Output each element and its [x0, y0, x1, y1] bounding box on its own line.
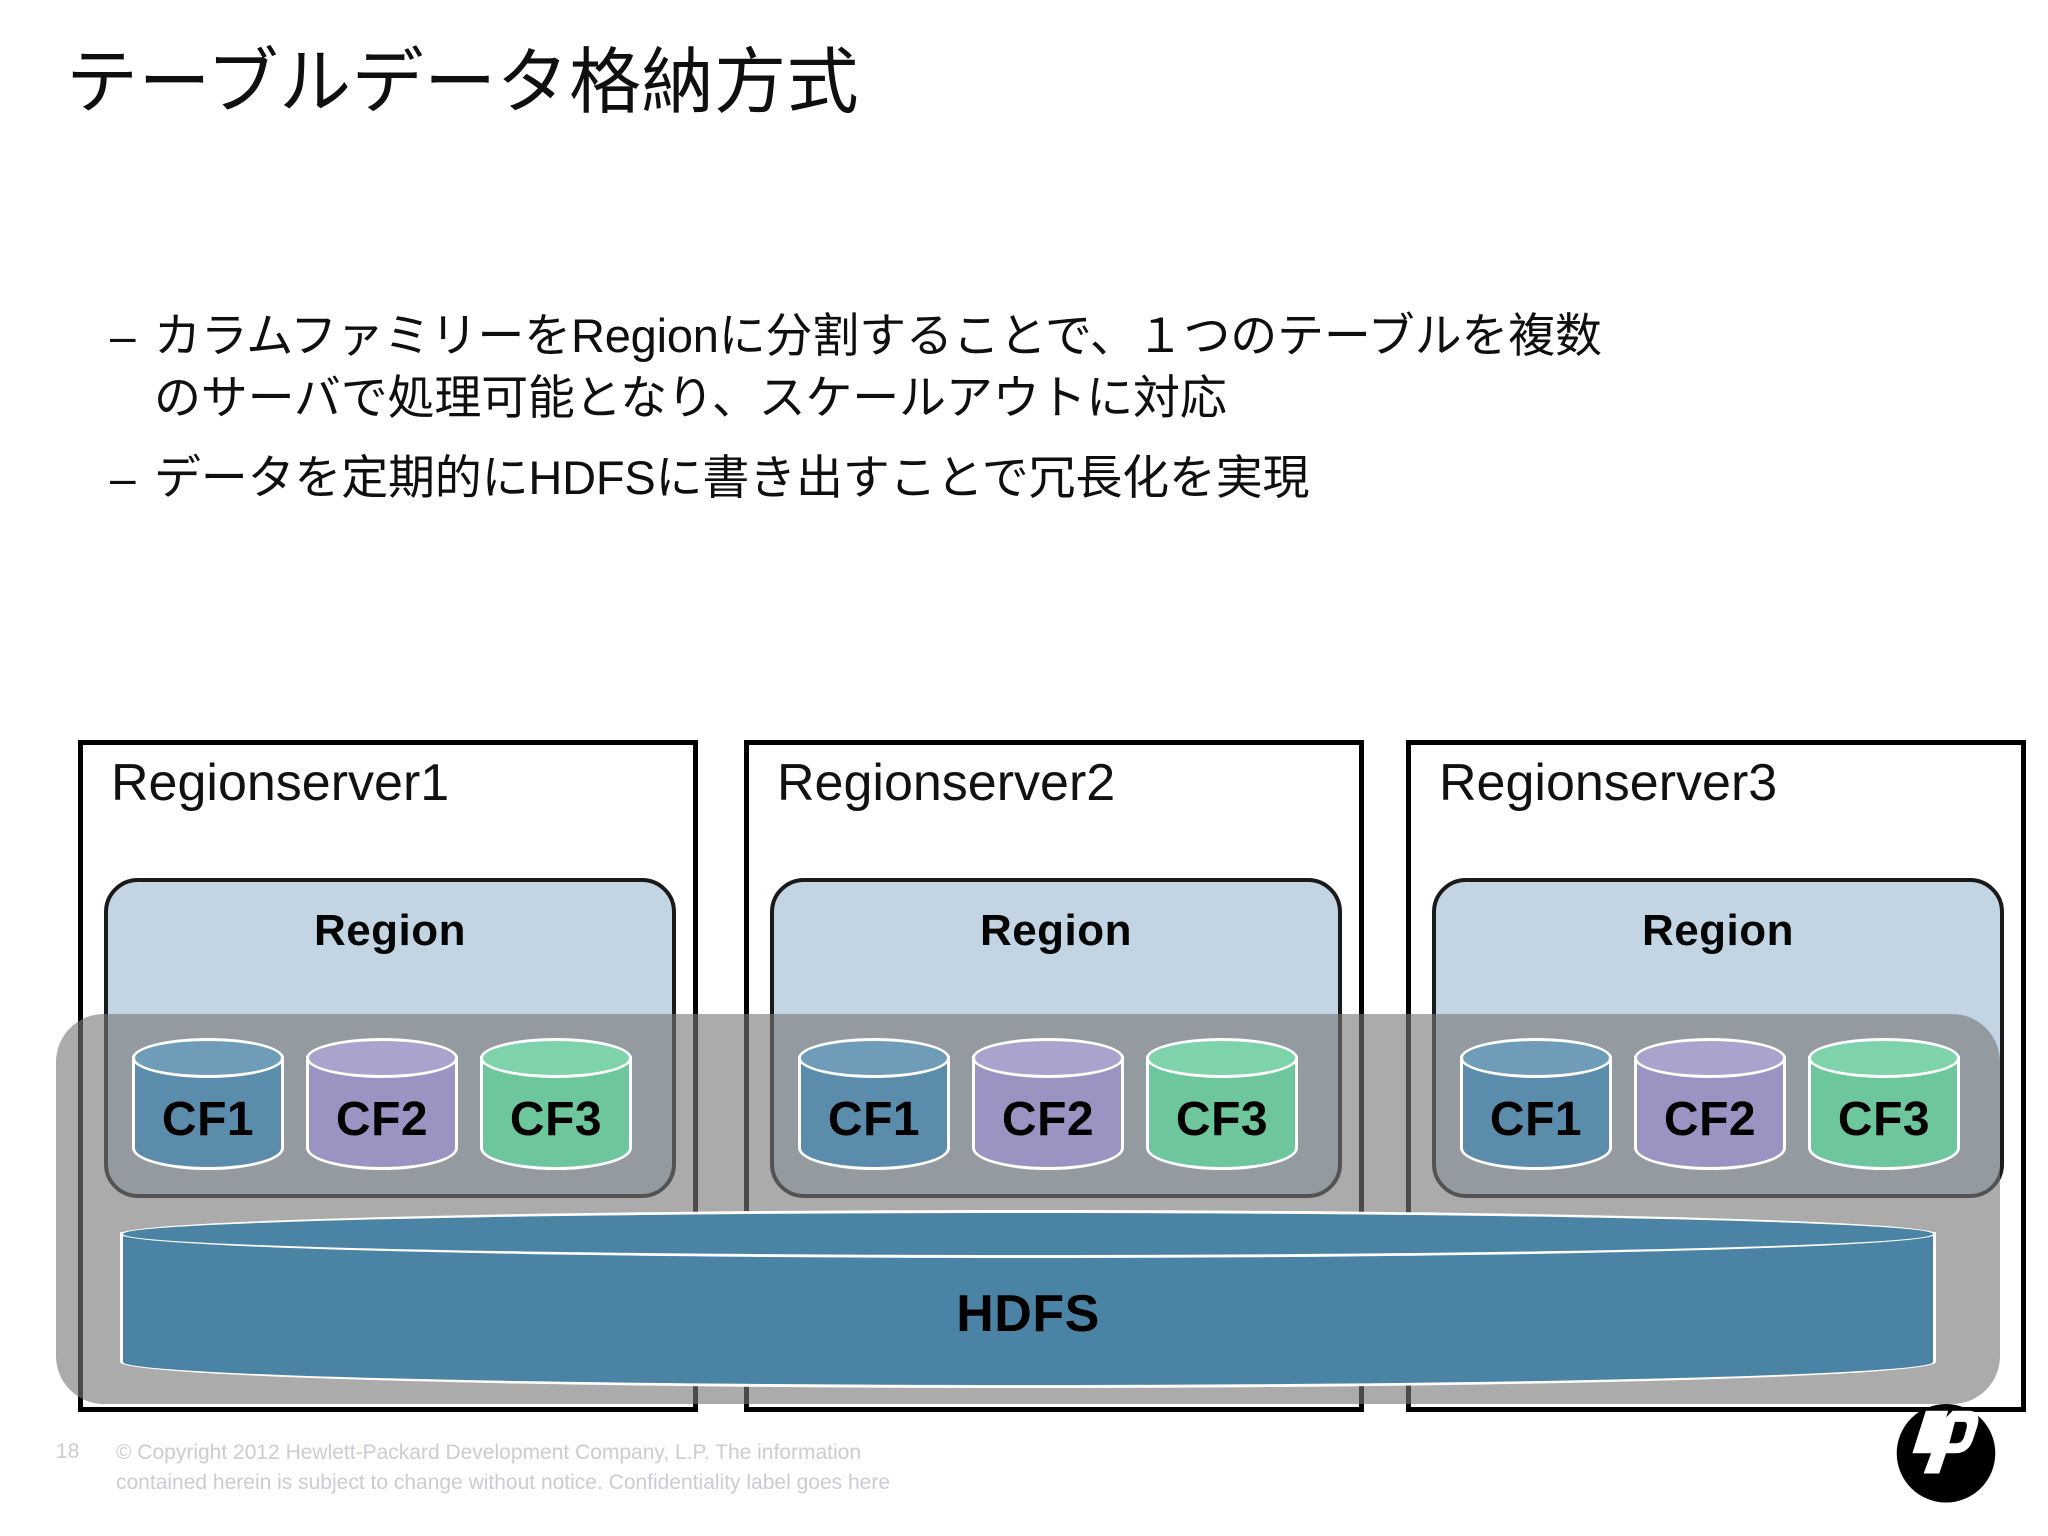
cylinder-top-ellipse [1634, 1038, 1786, 1078]
column-family-cylinder-cf3-rs1: CF3 [480, 1038, 632, 1170]
slide-footer: 18 © Copyright 2012 Hewlett-Packard Deve… [0, 1434, 2048, 1536]
bullet-line: カラムファミリーをRegionに分割することで、１つのテーブルを複数 [154, 309, 1602, 362]
cylinder-top-ellipse [1460, 1038, 1612, 1078]
column-family-cylinder-cf1-rs1: CF1 [132, 1038, 284, 1170]
cylinder-top-ellipse [306, 1038, 458, 1078]
region-label: Region [313, 906, 467, 955]
cylinder-body [798, 1056, 950, 1170]
hdfs-overlay-band [56, 1014, 2000, 1404]
hp-logo-icon [1896, 1404, 1996, 1503]
cylinder-body [1460, 1056, 1612, 1170]
regionserver-label: Regionserver3 [1439, 754, 1778, 812]
column-family-label: CF3 [1837, 1093, 1931, 1146]
region-box-2: Region [770, 878, 1342, 1198]
cylinder-top-ellipse [798, 1038, 950, 1078]
copyright-text: © Copyright 2012 Hewlett-Packard Develop… [116, 1438, 1016, 1499]
region-label: Region [1641, 906, 1795, 955]
column-family-label: CF1 [827, 1093, 921, 1146]
column-family-cylinder-cf2-rs2: CF2 [972, 1038, 1124, 1170]
region-box-3: Region [1432, 878, 2004, 1198]
hdfs-label: HDFS [956, 1285, 1100, 1343]
cylinder-body [132, 1056, 284, 1170]
cylinder-top-ellipse [480, 1038, 632, 1078]
region-label: Region [979, 906, 1133, 955]
bullet-line: データを定期的にHDFSに書き出すことで冗長化を実現 [154, 451, 1310, 505]
cylinder-body [972, 1056, 1124, 1170]
copyright-line: © Copyright 2012 Hewlett-Packard Develop… [116, 1441, 862, 1464]
cylinder-body [480, 1056, 632, 1170]
page-title: テーブルデータ格納方式 [66, 43, 860, 123]
cylinder-body [1634, 1056, 1786, 1170]
bullet-marker-icon: – [110, 310, 136, 362]
column-family-cylinder-cf1-rs3: CF1 [1460, 1038, 1612, 1170]
regionserver-box-2: Regionserver2 [744, 740, 1364, 1412]
column-family-label: CF1 [161, 1093, 255, 1146]
column-family-cylinder-cf1-rs2: CF1 [798, 1038, 950, 1170]
regionserver-label: Regionserver1 [111, 754, 450, 812]
cylinder-top-ellipse [132, 1038, 284, 1078]
cylinder-body [1146, 1056, 1298, 1170]
cylinder-body [306, 1056, 458, 1170]
cylinder-body [120, 1232, 1936, 1388]
hdfs-cylinder: HDFS [120, 1210, 1936, 1388]
column-family-cylinder-cf3-rs3: CF3 [1808, 1038, 1960, 1170]
list-item: – カラムファミリーをRegionに分割することで、１つのテーブルを複数 のサー… [110, 305, 1990, 429]
bullet-list: – カラムファミリーをRegionに分割することで、１つのテーブルを複数 のサー… [110, 305, 1990, 527]
column-family-label: CF2 [1001, 1093, 1095, 1146]
cylinder-top-ellipse [972, 1038, 1124, 1078]
bullet-text: カラムファミリーをRegionに分割することで、１つのテーブルを複数 のサーバで… [154, 305, 1602, 429]
cylinder-top-ellipse [1146, 1038, 1298, 1078]
cylinder-body [1808, 1056, 1960, 1170]
bullet-text: データを定期的にHDFSに書き出すことで冗長化を実現 [154, 447, 1310, 509]
cylinder-top-ellipse [120, 1210, 1936, 1258]
column-family-label: CF2 [1663, 1093, 1757, 1146]
column-family-cylinder-cf2-rs1: CF2 [306, 1038, 458, 1170]
column-family-label: CF1 [1489, 1093, 1583, 1146]
bullet-marker-icon: – [110, 452, 136, 505]
page-number: 18 [56, 1440, 80, 1463]
region-box-1: Region [104, 878, 676, 1198]
column-family-label: CF3 [509, 1093, 603, 1146]
column-family-cylinder-cf2-rs3: CF2 [1634, 1038, 1786, 1170]
copyright-line: contained herein is subject to change wi… [116, 1471, 890, 1495]
column-family-label: CF3 [1175, 1093, 1269, 1146]
column-family-label: CF2 [335, 1093, 429, 1146]
column-family-cylinder-cf3-rs2: CF3 [1146, 1038, 1298, 1170]
regionserver-box-3: Regionserver3 [1406, 740, 2026, 1412]
bullet-line: のサーバで処理可能となり、スケールアウトに対応 [154, 371, 1227, 425]
list-item: – データを定期的にHDFSに書き出すことで冗長化を実現 [110, 447, 1990, 509]
regionserver-label: Regionserver2 [777, 754, 1116, 812]
regionserver-box-1: Regionserver1 [78, 740, 698, 1412]
cylinder-top-ellipse [1808, 1038, 1960, 1078]
